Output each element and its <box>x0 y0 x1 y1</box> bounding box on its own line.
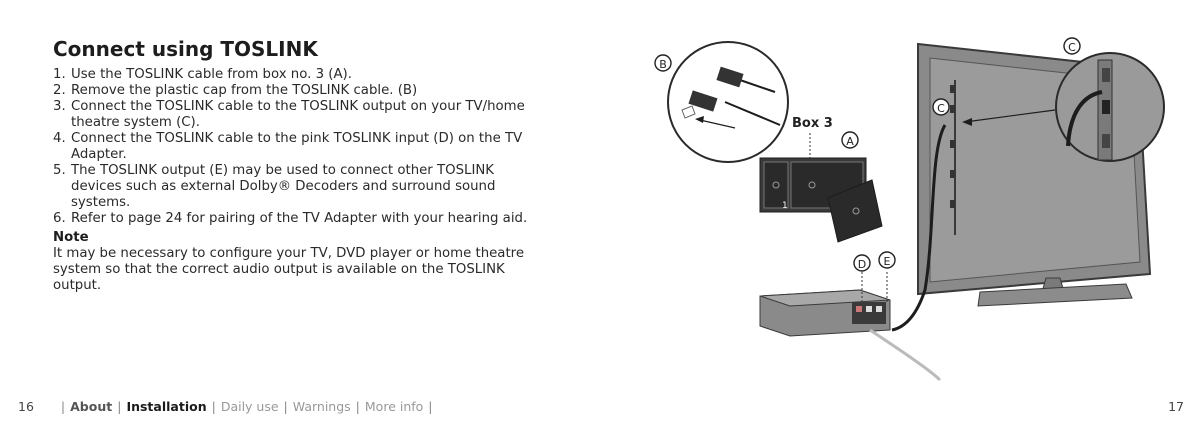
tv-adapter <box>759 272 942 382</box>
instruction-steps: 1.Use the TOSLINK cable from box no. 3 (… <box>53 67 543 227</box>
step-text: The TOSLINK output (E) may be used to co… <box>71 163 496 210</box>
step-item: 2.Remove the plastic cap from the TOSLIN… <box>53 83 418 98</box>
page-number-right: 17 <box>1168 399 1184 414</box>
note-heading: Note <box>53 230 89 245</box>
callout-d: D <box>853 254 871 272</box>
box-label: Box 3 <box>792 116 833 131</box>
step-text: Remove the plastic cap from the TOSLINK … <box>71 83 418 98</box>
svg-text:2: 2 <box>862 233 868 243</box>
svg-text:A: A <box>846 135 854 148</box>
step-text: Refer to page 24 for pairing of the TV A… <box>71 211 528 226</box>
step-item: 4.Connect the TOSLINK cable to the pink … <box>53 131 543 163</box>
toslink-connection-illustration: Box 3 1 3 2 A B C C <box>654 37 1165 382</box>
nav-daily-use[interactable]: Daily use <box>220 399 279 414</box>
svg-text:E: E <box>884 255 891 268</box>
step-text: Connect the TOSLINK cable to the pink TO… <box>71 131 523 162</box>
nav-warnings[interactable]: Warnings <box>292 399 351 414</box>
step-text: Use the TOSLINK cable from box no. 3 (A)… <box>71 67 352 82</box>
plug-cap-zoom <box>667 41 789 163</box>
step-item: 1.Use the TOSLINK cable from box no. 3 (… <box>53 67 352 82</box>
page-footer: 16 | About | Installation | Daily use | … <box>18 399 433 414</box>
note-text: It may be necessary to configure your TV… <box>53 246 525 293</box>
svg-text:D: D <box>858 258 866 271</box>
box-tray: 1 3 2 <box>759 157 883 243</box>
svg-text:1: 1 <box>782 201 788 211</box>
step-item: 3.Connect the TOSLINK cable to the TOSLI… <box>53 99 543 131</box>
callout-a: A <box>841 131 859 149</box>
callout-b: B <box>654 54 672 72</box>
step-text: Connect the TOSLINK cable to the TOSLINK… <box>71 99 525 130</box>
tv-port-zoom <box>962 52 1165 162</box>
page-title: Connect using TOSLINK <box>53 37 318 61</box>
svg-text:C: C <box>1068 41 1076 54</box>
nav-about[interactable]: About <box>70 399 113 414</box>
callout-e: E <box>878 251 896 269</box>
callout-c-zoom: C <box>1063 37 1081 55</box>
page-number-left: 16 <box>18 399 34 414</box>
step-item: 6.Refer to page 24 for pairing of the TV… <box>53 211 528 226</box>
svg-text:C: C <box>937 102 945 115</box>
toslink-cable <box>891 124 947 332</box>
svg-text:B: B <box>659 58 667 71</box>
step-item: 5.The TOSLINK output (E) may be used to … <box>53 163 543 211</box>
nav-installation[interactable]: Installation <box>126 399 207 414</box>
nav-more-info[interactable]: More info <box>364 399 424 414</box>
callout-c-tv: C <box>932 98 950 116</box>
